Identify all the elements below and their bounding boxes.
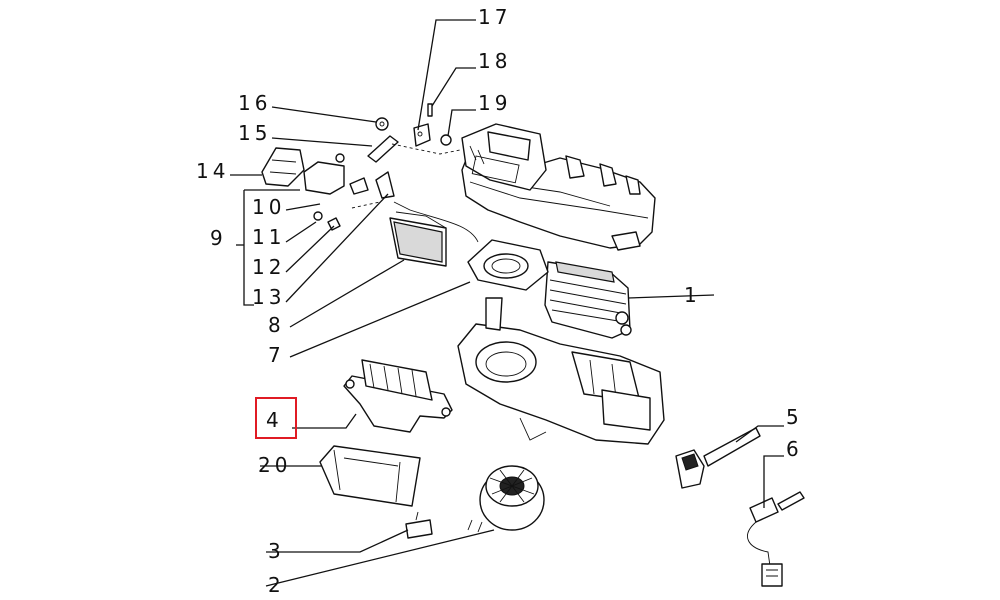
callout-labels: 1 2 3 4 5 6 7 8 9 10 11 12 13 14 15 16 1…: [196, 5, 803, 597]
callout-16: 16: [238, 91, 271, 115]
small-parts-cluster: [261, 103, 479, 243]
part-6-sensor: [747, 491, 805, 587]
callout-5: 5: [786, 405, 803, 429]
part-2-blower-motor: [467, 465, 545, 533]
callout-1: 1: [684, 283, 701, 307]
callout-9: 9: [210, 226, 227, 250]
lower-housing: [457, 297, 665, 445]
part-20-cover: [319, 445, 421, 507]
part-7-blower-ring: [467, 239, 549, 291]
part-8-filter: [389, 211, 447, 267]
upper-housing: [461, 123, 656, 251]
callout-8: 8: [268, 313, 285, 337]
callout-10: 10: [252, 195, 285, 219]
callout-17: 17: [478, 5, 511, 29]
leader-lines: [230, 19, 784, 587]
callout-2: 2: [268, 573, 285, 597]
callout-7: 7: [268, 343, 285, 367]
callout-3: 3: [268, 539, 285, 563]
part-5-connector: [675, 427, 761, 489]
callout-6: 6: [786, 437, 803, 461]
callout-14: 14: [196, 159, 229, 183]
callout-18: 18: [478, 49, 511, 73]
callout-12: 12: [252, 255, 285, 279]
callout-13: 13: [252, 285, 285, 309]
part-4-resistor: [343, 359, 453, 433]
part-1-heater-matrix: [544, 261, 632, 339]
callout-19: 19: [478, 91, 511, 115]
callout-15: 15: [238, 121, 271, 145]
callout-4: 4: [266, 408, 283, 432]
part-3-clip: [405, 511, 433, 539]
callout-11: 11: [252, 225, 285, 249]
callout-20: 20: [258, 453, 291, 477]
highlight-box: [255, 397, 297, 439]
